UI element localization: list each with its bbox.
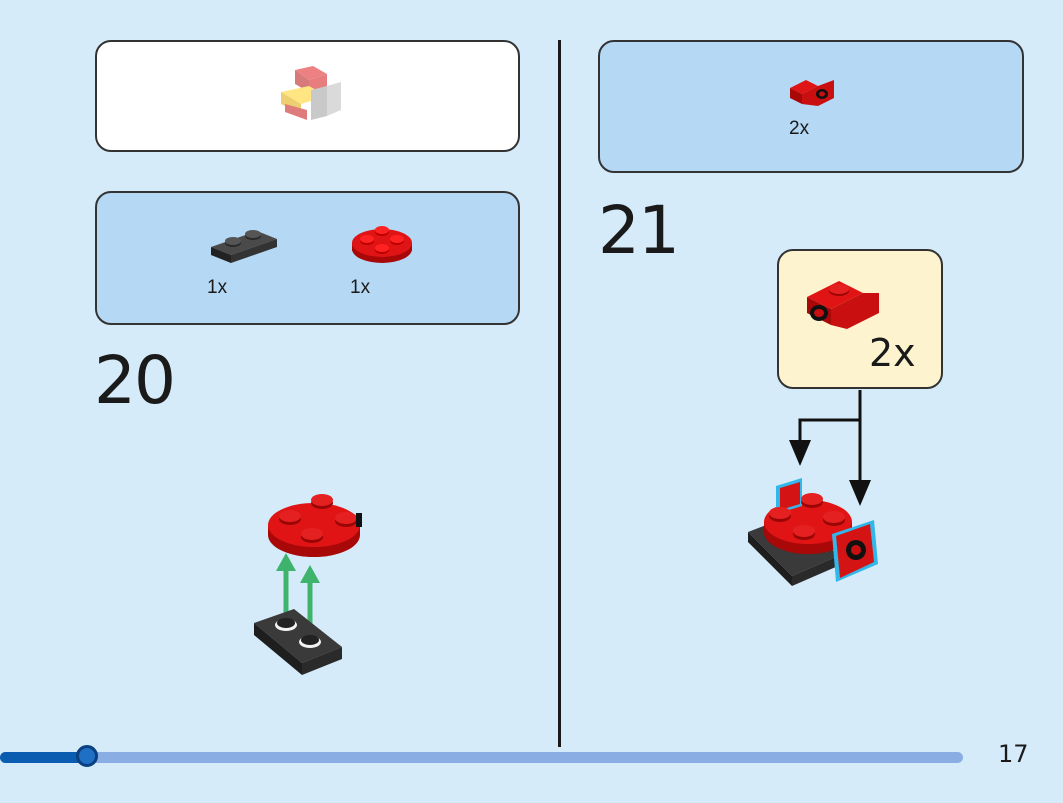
- part-qty-label: 1x: [207, 277, 228, 298]
- sub-step-callout: 2x: [777, 249, 943, 389]
- highlighted-bracket-icon: [776, 478, 802, 514]
- dark-gray-plate-icon: [254, 609, 342, 675]
- step-20-assembly-illustration: [254, 494, 362, 675]
- step-21-assembly-illustration: [748, 390, 878, 586]
- part-qty-label: 2x: [789, 118, 810, 139]
- red-round-plate-icon: [268, 494, 362, 557]
- submodel-preview-box: [95, 40, 520, 152]
- page-number: 17: [998, 740, 1029, 768]
- step-21-parts-box: 2x: [598, 40, 1024, 173]
- step-20-parts-box: 1x 1x: [95, 191, 520, 325]
- dark-gray-plate-1x2-icon: [211, 230, 277, 263]
- progress-marker-icon: [76, 745, 98, 767]
- progress-bar: [0, 745, 963, 767]
- black-down-arrow-icon: [849, 390, 871, 506]
- red-bracket-icon: [807, 281, 879, 329]
- green-up-arrow-icon: [276, 553, 296, 617]
- progress-track: [0, 752, 963, 763]
- red-bracket-icon: [790, 80, 834, 106]
- red-round-plate-2x2-icon: [352, 226, 412, 263]
- part-qty-label: 1x: [350, 277, 371, 298]
- column-divider: [558, 40, 561, 747]
- highlighted-bracket-icon: [832, 520, 878, 582]
- step-number: 20: [94, 342, 176, 419]
- black-down-arrow-icon: [789, 418, 860, 466]
- submodel-preview-icon: [281, 66, 341, 120]
- callout-qty-label: 2x: [869, 331, 916, 375]
- progress-fill: [0, 752, 87, 763]
- step-number: 21: [598, 192, 680, 269]
